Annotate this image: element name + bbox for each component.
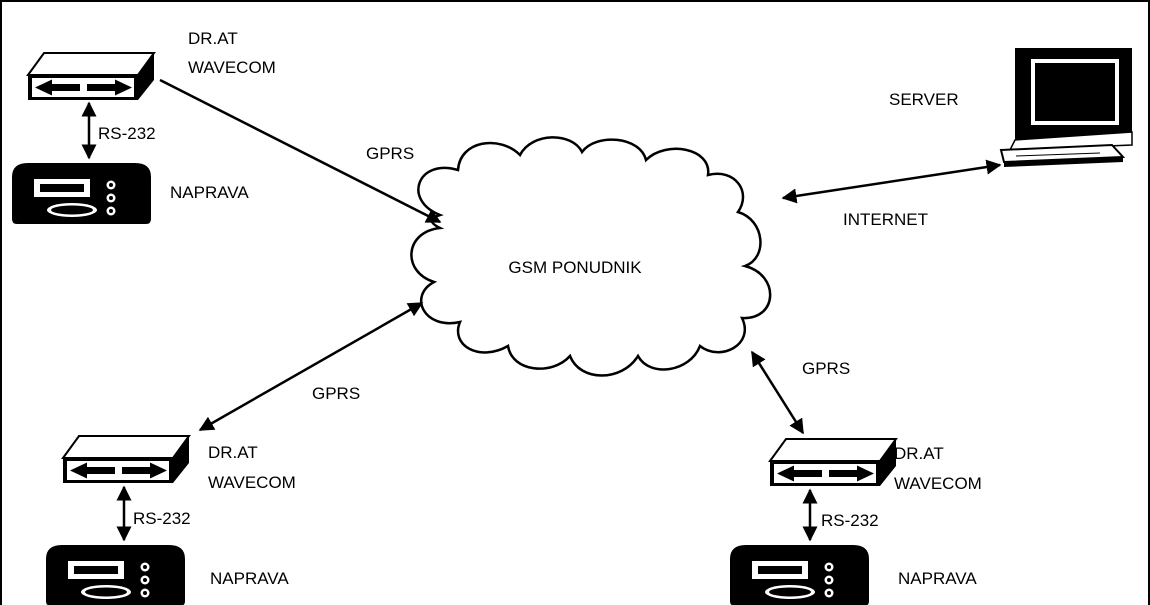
modem-bottom-right-line2: WAVECOM <box>894 474 982 493</box>
modem-top-left-icon <box>27 52 155 101</box>
device-label-bottom-left: NAPRAVA <box>210 569 289 588</box>
server-label: SERVER <box>889 90 959 109</box>
gprs-link-bottom-right <box>750 350 805 435</box>
modem-top-left-line2: WAVECOM <box>188 58 276 77</box>
rs232-label-bottom-right: RS-232 <box>821 511 879 530</box>
internet-link <box>781 159 1002 204</box>
modem-bottom-left-line2: WAVECOM <box>208 473 296 492</box>
cloud-label: GSM PONUDNIK <box>508 258 642 277</box>
internet-label: INTERNET <box>843 210 928 229</box>
modem-bottom-right-icon <box>769 438 897 487</box>
device-bottom-left-icon <box>46 545 185 605</box>
modem-top-left-line1: DR.AT <box>188 29 238 48</box>
device-label-bottom-right: NAPRAVA <box>898 569 977 588</box>
device-label-top-left: NAPRAVA <box>170 183 249 202</box>
modem-bottom-left-icon <box>62 435 190 484</box>
server-computer-icon <box>999 48 1133 167</box>
rs232-label-bottom-left: RS-232 <box>133 509 191 528</box>
gsm-cloud <box>410 136 772 377</box>
modem-bottom-left-line1: DR.AT <box>208 443 258 462</box>
gprs-link-top-left <box>159 78 442 224</box>
rs232-label-top-left: RS-232 <box>98 124 156 143</box>
gprs-label-top-left: GPRS <box>366 144 414 163</box>
gprs-label-bottom-left: GPRS <box>312 384 360 403</box>
device-bottom-right-icon <box>730 545 869 605</box>
gprs-link-bottom-left <box>198 301 424 432</box>
modem-bottom-right-line1: DR.AT <box>894 444 944 463</box>
gprs-label-bottom-right: GPRS <box>802 359 850 378</box>
device-top-left-icon <box>12 163 151 224</box>
